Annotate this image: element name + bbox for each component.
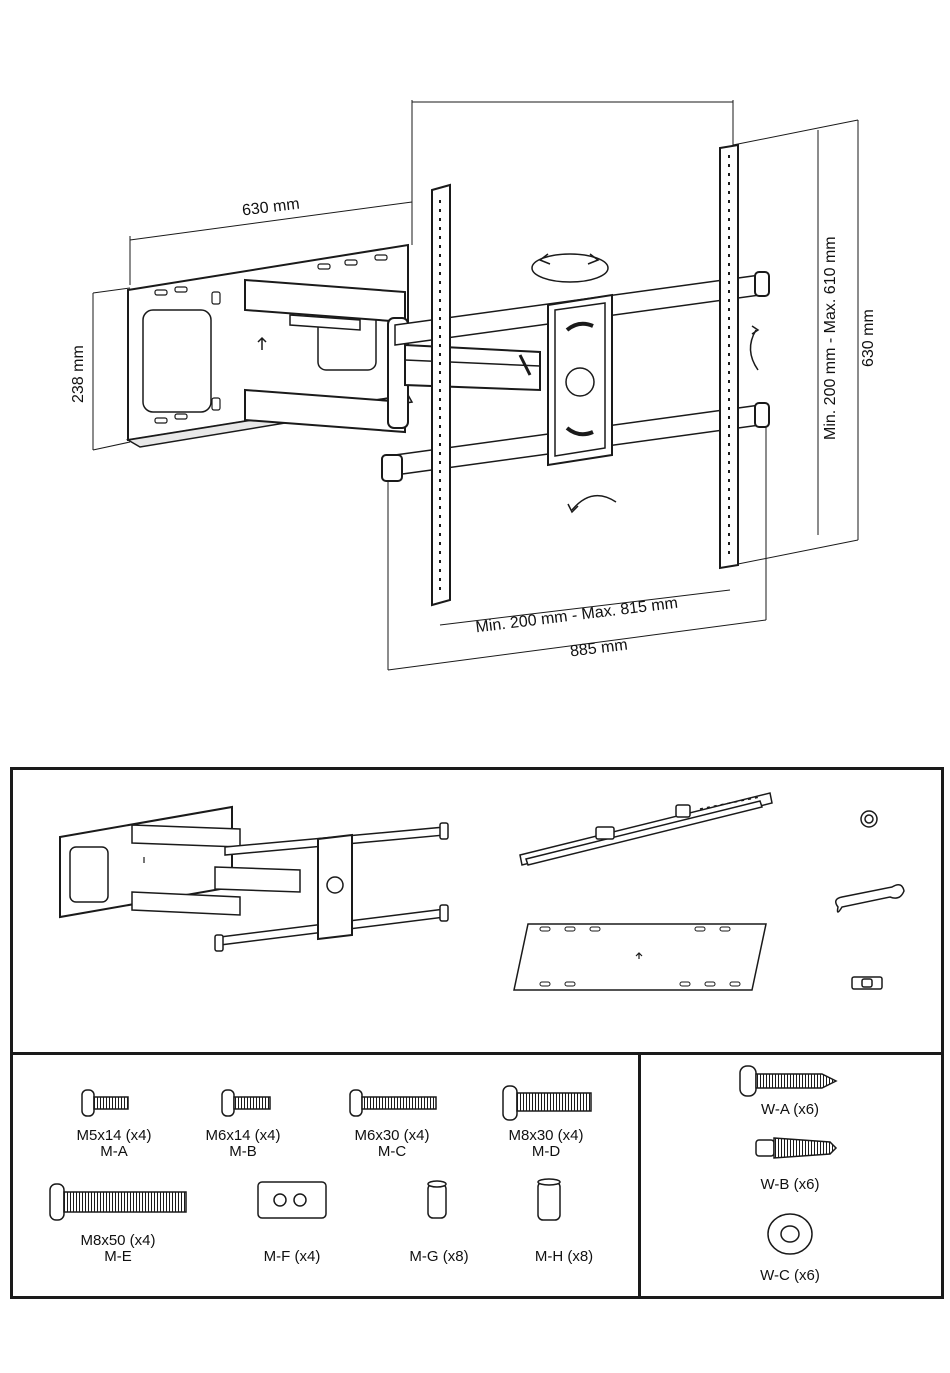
part-size: M8x50 (x4) xyxy=(68,1233,168,1249)
part-label-m-d: M8x30 (x4) M-D xyxy=(496,1128,596,1160)
part-code: M-E xyxy=(68,1249,168,1265)
part-code: M-A xyxy=(64,1144,164,1160)
height-dimension: 630 mm xyxy=(860,309,878,367)
part-code: M-H (x8) xyxy=(514,1249,614,1265)
part-size: M8x30 (x4) xyxy=(496,1128,596,1144)
part-code: M-G (x8) xyxy=(389,1249,489,1265)
part-code: M-D xyxy=(496,1144,596,1160)
part-label-m-a: M5x14 (x4) M-A xyxy=(64,1128,164,1160)
part-label-m-c: M6x30 (x4) M-C xyxy=(342,1128,442,1160)
part-code: M-F (x4) xyxy=(242,1249,342,1265)
included-components-illustration xyxy=(0,767,950,1067)
part-label-m-b: M6x14 (x4) M-B xyxy=(193,1128,293,1160)
part-label-m-h: M-H (x8) xyxy=(514,1249,614,1265)
mount-dimension-drawing xyxy=(0,0,950,700)
part-label-w-c: W-C (x6) xyxy=(740,1268,840,1284)
part-label-m-g: M-G (x8) xyxy=(389,1249,489,1265)
part-size: M6x14 (x4) xyxy=(193,1128,293,1144)
part-label-w-a: W-A (x6) xyxy=(740,1102,840,1118)
part-label-m-e: M8x50 (x4) M-E xyxy=(68,1233,168,1265)
part-label-m-f: M-F (x4) xyxy=(242,1249,342,1265)
part-code: M-C xyxy=(342,1144,442,1160)
vertical-range-dimension: Min. 200 mm - Max. 610 mm xyxy=(822,236,840,440)
part-size: M6x30 (x4) xyxy=(342,1128,442,1144)
part-size: M5x14 (x4) xyxy=(64,1128,164,1144)
part-label-w-b: W-B (x6) xyxy=(740,1177,840,1193)
depth-dimension: 238 mm xyxy=(70,345,88,403)
part-code: M-B xyxy=(193,1144,293,1160)
